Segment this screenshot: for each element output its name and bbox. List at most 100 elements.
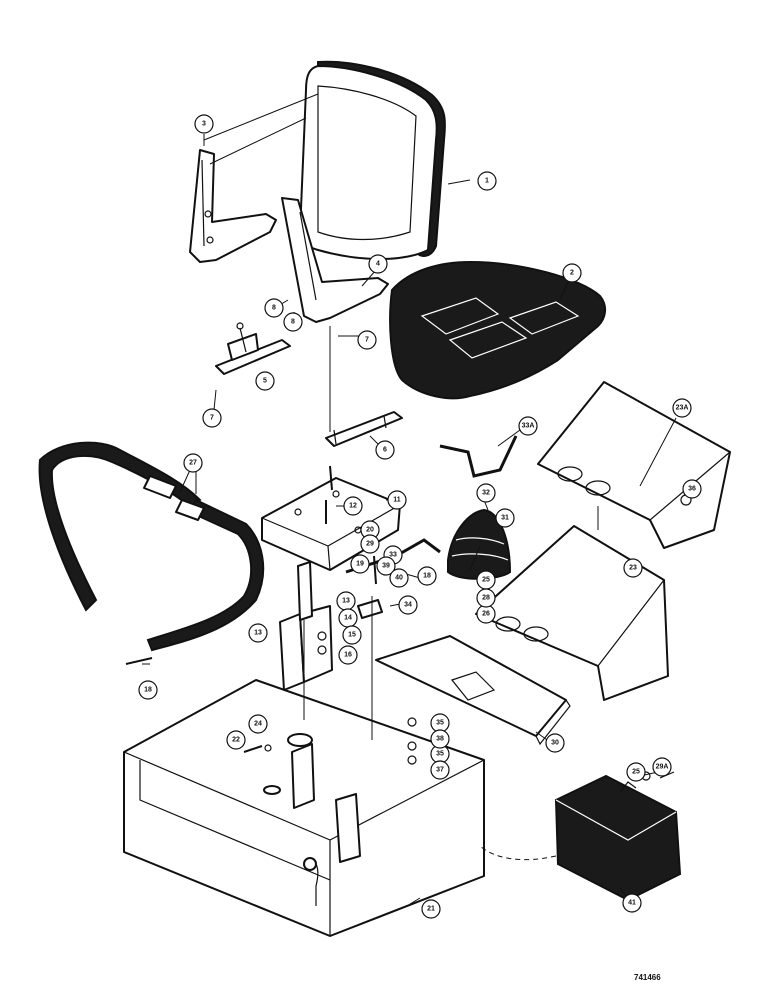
callout-7a: 7 bbox=[357, 330, 377, 350]
seat-mounting-plate bbox=[261, 477, 401, 571]
callout-1: 1 bbox=[477, 171, 497, 191]
svg-text:30: 30 bbox=[551, 740, 559, 747]
svg-text:33A: 33A bbox=[522, 423, 535, 430]
cover-plate bbox=[375, 635, 571, 746]
svg-text:29: 29 bbox=[366, 541, 374, 548]
svg-text:20: 20 bbox=[366, 527, 374, 534]
svg-text:18: 18 bbox=[144, 687, 152, 694]
svg-text:36: 36 bbox=[688, 486, 696, 493]
svg-text:6: 6 bbox=[383, 447, 387, 454]
seat-slide-rail-right bbox=[325, 411, 403, 447]
svg-text:2: 2 bbox=[570, 270, 574, 277]
svg-text:28: 28 bbox=[482, 595, 490, 602]
storage-box bbox=[554, 774, 682, 902]
callout-14: 14 bbox=[338, 608, 358, 628]
svg-text:37: 37 bbox=[436, 767, 444, 774]
seat-belt bbox=[38, 441, 265, 652]
svg-text:23: 23 bbox=[629, 565, 637, 572]
callout-18a: 18 bbox=[138, 680, 158, 700]
callout-34: 34 bbox=[398, 595, 418, 615]
control-lever bbox=[345, 435, 518, 574]
svg-text:12: 12 bbox=[349, 503, 357, 510]
svg-text:7: 7 bbox=[365, 337, 369, 344]
svg-text:22: 22 bbox=[232, 737, 240, 744]
svg-text:35: 35 bbox=[436, 720, 444, 727]
callout-23a: 23A bbox=[672, 398, 692, 418]
callout-18b: 18 bbox=[417, 566, 437, 586]
callout-26: 26 bbox=[476, 604, 496, 624]
svg-text:1: 1 bbox=[485, 178, 489, 185]
svg-text:13: 13 bbox=[254, 630, 262, 637]
svg-text:15: 15 bbox=[348, 632, 356, 639]
callout-28: 28 bbox=[476, 588, 496, 608]
svg-text:11: 11 bbox=[393, 497, 401, 504]
svg-text:23A: 23A bbox=[676, 405, 689, 412]
callout-39: 39 bbox=[376, 556, 396, 576]
callout-3: 3 bbox=[194, 114, 214, 134]
svg-text:32: 32 bbox=[482, 490, 490, 497]
svg-text:29A: 29A bbox=[656, 764, 669, 771]
svg-text:38: 38 bbox=[436, 736, 444, 743]
callout-29a: 29A bbox=[652, 757, 672, 777]
callout-32: 32 bbox=[476, 483, 496, 503]
callout-40: 40 bbox=[389, 568, 409, 588]
callout-21: 21 bbox=[421, 899, 441, 919]
svg-text:33: 33 bbox=[389, 552, 397, 559]
callout-29: 29 bbox=[360, 534, 380, 554]
floor-plate-upper bbox=[537, 381, 731, 549]
svg-text:39: 39 bbox=[382, 563, 390, 570]
seat-cushion bbox=[389, 260, 606, 400]
callout-41: 41 bbox=[622, 893, 642, 913]
seat-base-frame bbox=[123, 679, 485, 937]
callout-36: 36 bbox=[682, 479, 702, 499]
callout-23: 23 bbox=[623, 558, 643, 578]
callout-38: 38 bbox=[430, 729, 450, 749]
svg-text:26: 26 bbox=[482, 611, 490, 618]
callout-7b: 7 bbox=[202, 408, 222, 428]
callout-15: 15 bbox=[342, 625, 362, 645]
callout-16: 16 bbox=[338, 645, 358, 665]
callout-6: 6 bbox=[375, 440, 395, 460]
callout-25a: 25 bbox=[476, 570, 496, 590]
callout-13a: 13 bbox=[336, 591, 356, 611]
svg-text:5: 5 bbox=[263, 378, 267, 385]
callout-5: 5 bbox=[255, 371, 275, 391]
callout-12: 12 bbox=[343, 496, 363, 516]
seat-slide-rail-left bbox=[215, 322, 291, 375]
callout-37: 37 bbox=[430, 760, 450, 780]
swivel-bracket bbox=[279, 561, 333, 691]
drawing-number: 741466 bbox=[634, 973, 661, 982]
svg-text:14: 14 bbox=[344, 615, 352, 622]
callout-8a: 8 bbox=[264, 298, 284, 318]
svg-text:31: 31 bbox=[501, 515, 509, 522]
fasteners bbox=[125, 326, 692, 781]
callout-13b: 13 bbox=[248, 623, 268, 643]
callout-33a: 33A bbox=[518, 416, 538, 436]
lever-boot bbox=[447, 508, 512, 580]
svg-text:4: 4 bbox=[376, 261, 380, 268]
svg-text:21: 21 bbox=[427, 906, 435, 913]
svg-text:3: 3 bbox=[202, 121, 206, 128]
svg-text:8: 8 bbox=[272, 305, 276, 312]
svg-text:35: 35 bbox=[436, 751, 444, 758]
svg-text:7: 7 bbox=[210, 415, 214, 422]
callout-2: 2 bbox=[562, 263, 582, 283]
svg-text:19: 19 bbox=[356, 561, 364, 568]
svg-text:18: 18 bbox=[423, 573, 431, 580]
callout-11: 11 bbox=[387, 490, 407, 510]
callout-35a: 35 bbox=[430, 713, 450, 733]
callout-8b: 8 bbox=[283, 312, 303, 332]
svg-text:34: 34 bbox=[404, 602, 412, 609]
svg-text:16: 16 bbox=[344, 652, 352, 659]
svg-text:8: 8 bbox=[291, 319, 295, 326]
callout-19: 19 bbox=[350, 554, 370, 574]
svg-text:24: 24 bbox=[254, 721, 262, 728]
callout-25b: 25 bbox=[626, 762, 646, 782]
svg-text:13: 13 bbox=[342, 598, 350, 605]
callout-24: 24 bbox=[248, 714, 268, 734]
svg-text:25: 25 bbox=[482, 577, 490, 584]
callout-22: 22 bbox=[226, 730, 246, 750]
callout-30: 30 bbox=[545, 733, 565, 753]
seat-back-bracket-left bbox=[189, 149, 277, 263]
